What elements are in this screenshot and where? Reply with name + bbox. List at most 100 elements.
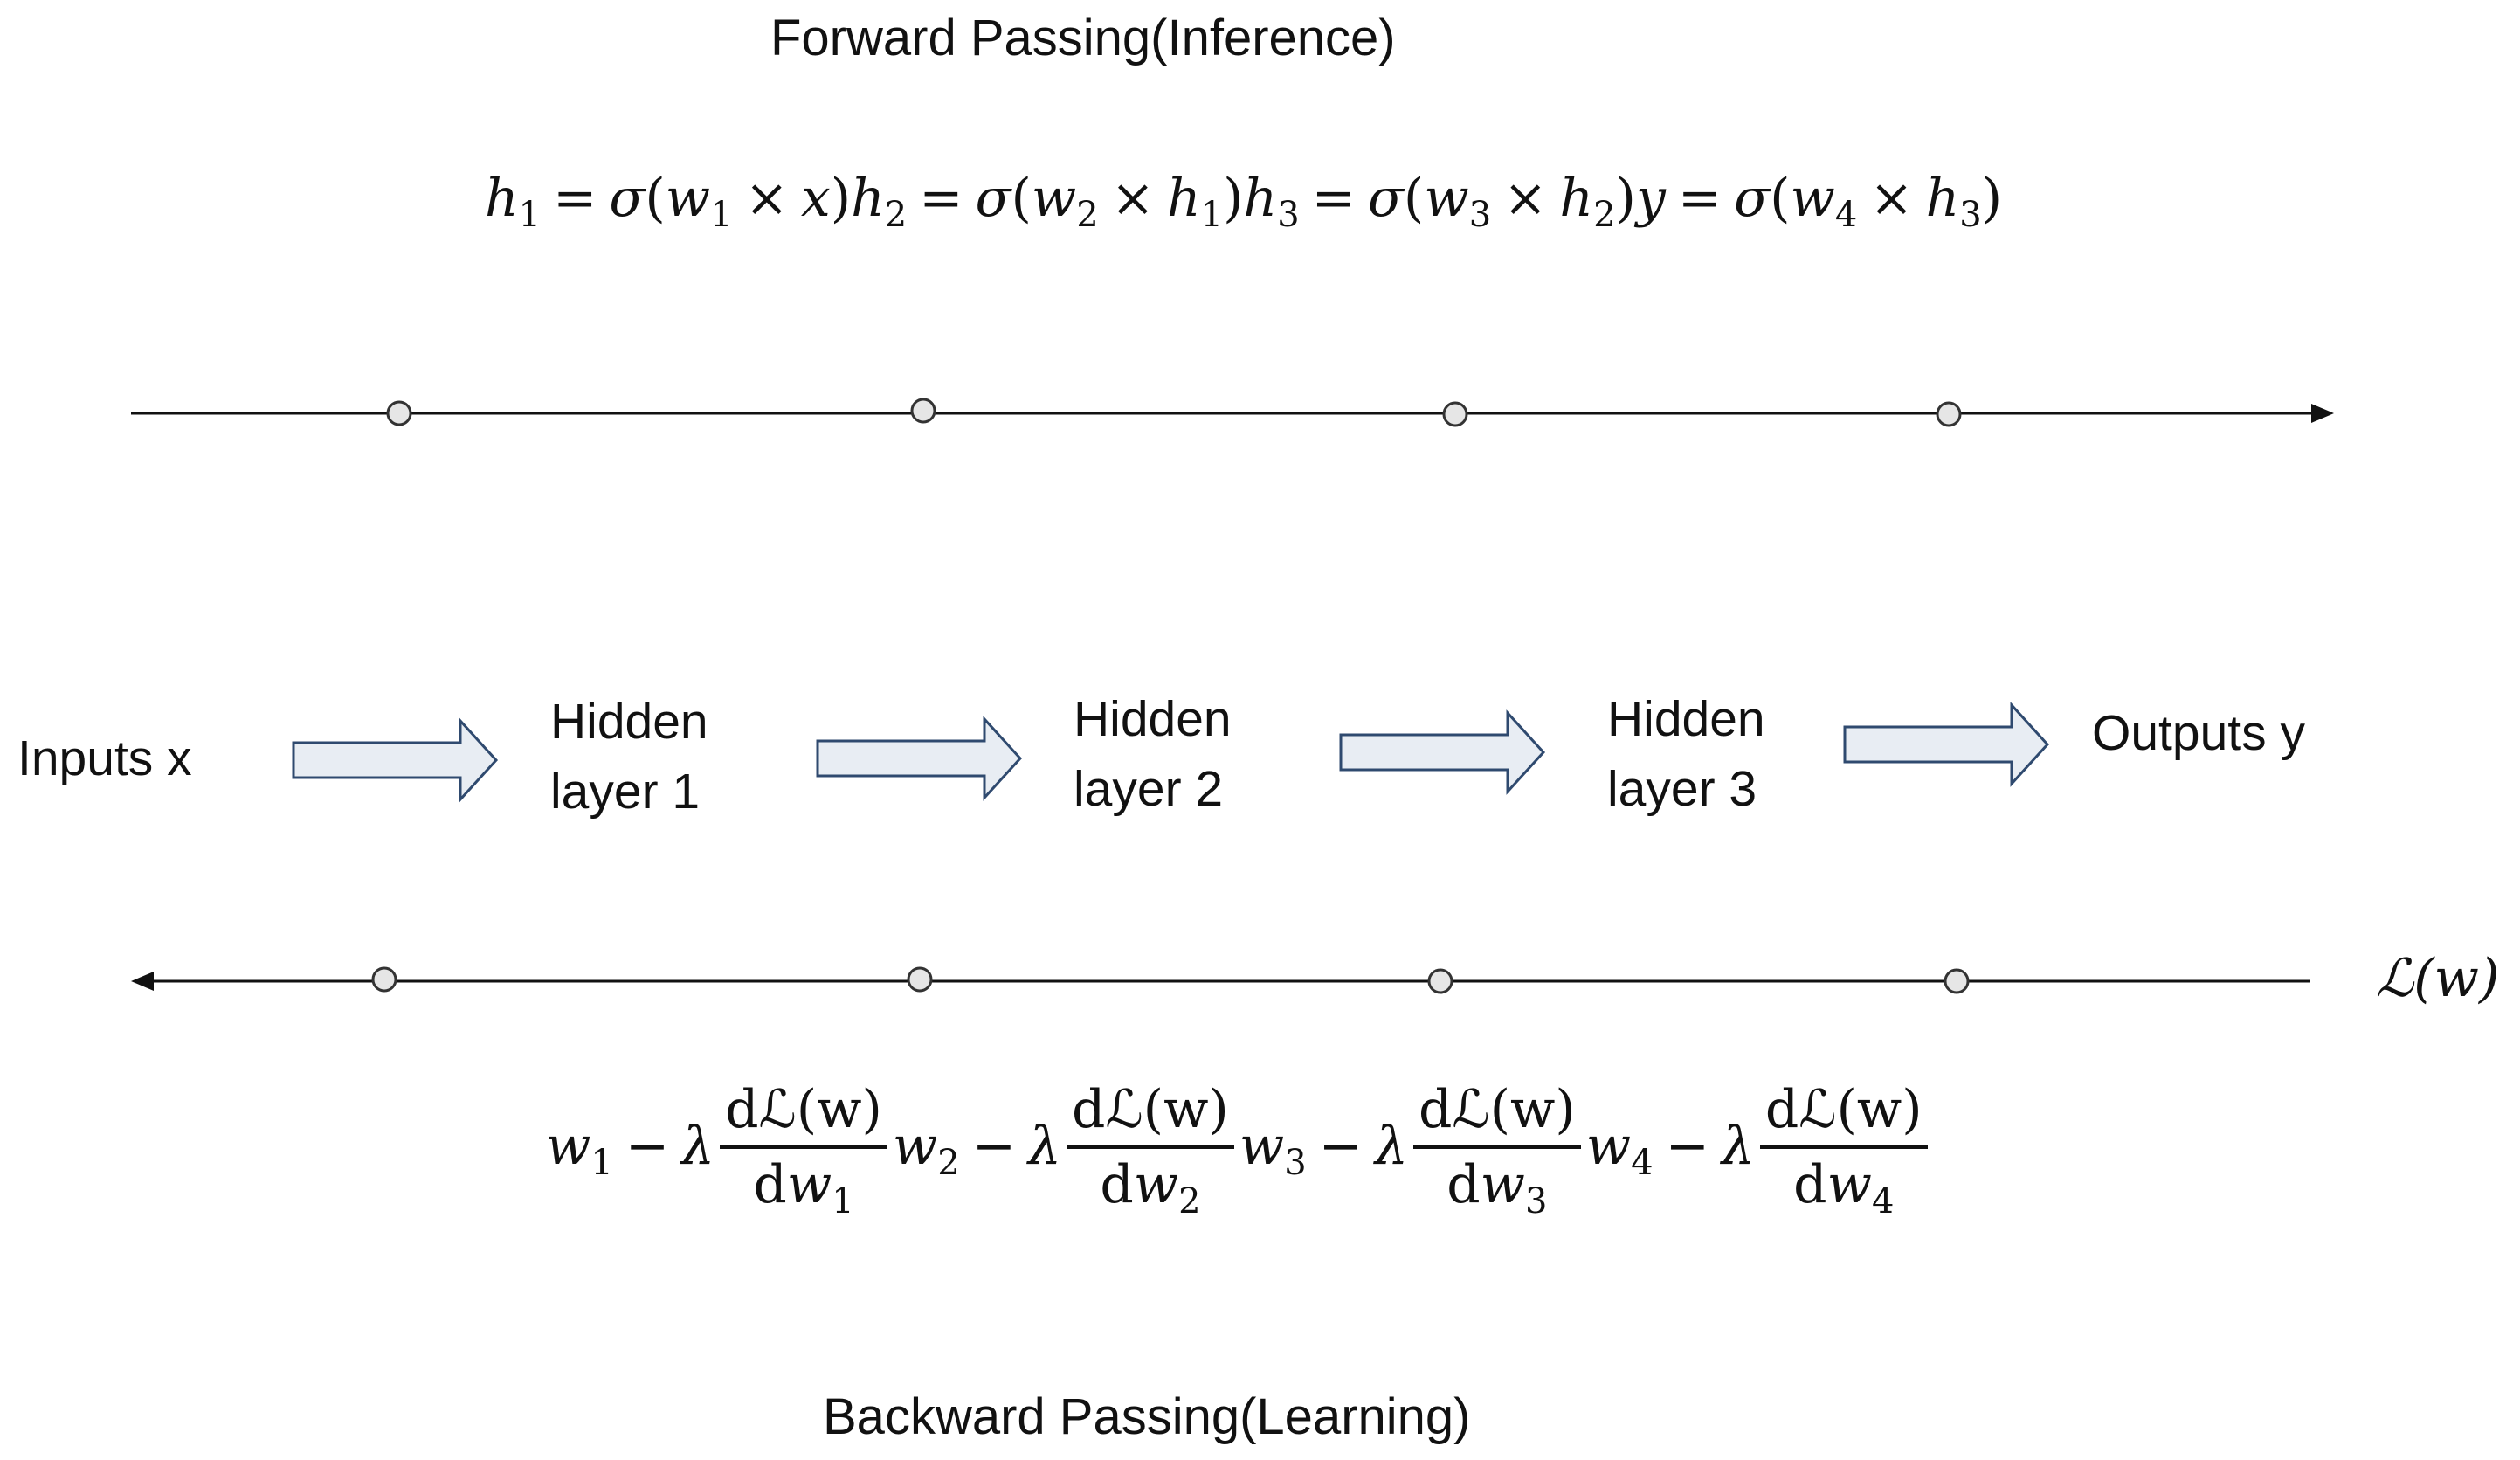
weight-sub: 1 bbox=[710, 195, 733, 235]
forward-term-1: h1=σ(w1×x) bbox=[485, 168, 852, 235]
backward-title: Backward Passing(Learning) bbox=[823, 1388, 1471, 1445]
forward-term-3: h3=σ(w3×h2) bbox=[1243, 168, 1636, 235]
forward-equation: h1=σ(w1×x)h2=σ(w2×h1)h3=σ(w3×h2)y=σ(w4×h… bbox=[485, 168, 2002, 235]
hidden-layer-2-line2: layer 2 bbox=[1074, 761, 1224, 817]
forward-term-lhs-sub: 1 bbox=[518, 195, 542, 235]
sigma-symbol: σ bbox=[609, 168, 646, 229]
differential-d: d bbox=[1446, 1154, 1481, 1215]
weight-symbol: w bbox=[1585, 1116, 1632, 1178]
hidden-layer-1-label: Hidden layer 1 bbox=[550, 687, 708, 827]
close-paren: ) bbox=[830, 168, 852, 229]
sigma-symbol: σ bbox=[1734, 168, 1771, 229]
weight-sub: 2 bbox=[937, 1143, 960, 1184]
forward-term-lhs: h bbox=[851, 168, 885, 229]
gradient-denominator: dw3 bbox=[1413, 1149, 1581, 1221]
open-paren: ( bbox=[1403, 168, 1425, 229]
forward-term-2: h2=σ(w2×h1) bbox=[851, 168, 1244, 235]
lambda-symbol: λ bbox=[1374, 1116, 1408, 1178]
backward-node-2 bbox=[907, 966, 933, 993]
forward-term-arg: h bbox=[1925, 168, 1960, 229]
forward-term-arg-sub: 2 bbox=[1593, 195, 1616, 235]
close-paren: ) bbox=[1223, 168, 1244, 229]
weight-sub: 4 bbox=[1631, 1143, 1654, 1184]
weight-symbol: w bbox=[1133, 1154, 1179, 1215]
forward-node-3 bbox=[1442, 401, 1468, 427]
hidden-layer-3-label: Hidden layer 3 bbox=[1607, 684, 1765, 824]
forward-term-lhs: y bbox=[1635, 168, 1666, 229]
equals-sign: = bbox=[919, 168, 963, 229]
loss-label: ℒ(w) bbox=[2376, 948, 2500, 1009]
weight-symbol: w bbox=[892, 1116, 938, 1178]
gradient-denominator: dw1 bbox=[720, 1149, 887, 1221]
block-arrow-2 bbox=[816, 716, 1023, 801]
backward-axis-arrowhead bbox=[131, 972, 154, 991]
weight-sub: 1 bbox=[590, 1143, 613, 1184]
block-arrow-1 bbox=[292, 717, 499, 803]
weight-symbol: w bbox=[1826, 1154, 1872, 1215]
equals-sign: = bbox=[1311, 168, 1356, 229]
minus-sign: − bbox=[971, 1116, 1017, 1178]
block-arrow-4 bbox=[1843, 702, 2050, 787]
forward-term-arg: h bbox=[1167, 168, 1201, 229]
lambda-symbol: λ bbox=[1721, 1116, 1755, 1178]
weight-symbol: w bbox=[546, 1116, 591, 1178]
weight-symbol: w bbox=[1790, 168, 1835, 229]
differential-d: d bbox=[1100, 1154, 1134, 1215]
hidden-layer-2-label: Hidden layer 2 bbox=[1074, 684, 1232, 824]
gradient-denominator: dw2 bbox=[1067, 1149, 1234, 1221]
gradient-fraction: dℒ(w)dw1 bbox=[720, 1079, 887, 1221]
gradient-numerator: dℒ(w) bbox=[1759, 1079, 1928, 1149]
hidden-layer-3-line1: Hidden bbox=[1607, 691, 1765, 747]
gradient-fraction: dℒ(w)dw2 bbox=[1067, 1079, 1234, 1221]
forward-term-lhs-sub: 3 bbox=[1277, 195, 1300, 235]
hidden-layer-1-line1: Hidden bbox=[550, 694, 708, 750]
close-paren: ) bbox=[1615, 168, 1636, 229]
sigma-symbol: σ bbox=[1367, 168, 1404, 229]
backward-node-3 bbox=[1427, 968, 1453, 994]
close-paren: ) bbox=[1981, 168, 2003, 229]
open-paren: ( bbox=[1770, 168, 1791, 229]
forward-term-4: y=σ(w4×h3) bbox=[1635, 168, 2003, 235]
forward-term-arg: x bbox=[800, 168, 831, 229]
hidden-layer-1-line2: layer 1 bbox=[550, 764, 701, 820]
block-arrow-3 bbox=[1339, 709, 1546, 795]
gradient-numerator: dℒ(w) bbox=[1067, 1079, 1234, 1149]
gradient-numerator: dℒ(w) bbox=[720, 1079, 887, 1149]
sigma-symbol: σ bbox=[975, 168, 1011, 229]
hidden-layer-2-line1: Hidden bbox=[1074, 691, 1232, 747]
forward-term-arg-sub: 3 bbox=[1959, 195, 1982, 235]
open-paren: ( bbox=[1011, 168, 1032, 229]
lambda-symbol: λ bbox=[681, 1116, 715, 1178]
backward-node-1 bbox=[371, 966, 397, 993]
gradient-fraction: dℒ(w)dw3 bbox=[1412, 1079, 1581, 1221]
forward-node-1 bbox=[386, 400, 412, 426]
weight-sub: 3 bbox=[1284, 1143, 1307, 1184]
weight-symbol: w bbox=[1239, 1116, 1285, 1178]
backward-node-4 bbox=[1944, 968, 1970, 994]
equals-sign: = bbox=[1677, 168, 1723, 229]
weight-symbol: w bbox=[786, 1154, 832, 1215]
hidden-layer-3-line2: layer 3 bbox=[1607, 761, 1757, 817]
forward-term-arg-sub: 1 bbox=[1200, 195, 1224, 235]
weight-sub: 4 bbox=[1871, 1181, 1895, 1221]
minus-sign: − bbox=[625, 1116, 670, 1178]
outputs-label: Outputs y bbox=[2092, 705, 2305, 761]
weight-sub: 2 bbox=[1178, 1181, 1201, 1221]
weight-symbol: w bbox=[1424, 168, 1469, 229]
times-sign: × bbox=[744, 168, 789, 229]
weight-symbol: w bbox=[1480, 1154, 1526, 1215]
times-sign: × bbox=[1503, 168, 1548, 229]
open-paren: ( bbox=[645, 168, 666, 229]
weight-sub: 3 bbox=[1525, 1181, 1548, 1221]
equals-sign: = bbox=[553, 168, 597, 229]
forward-term-lhs: h bbox=[1243, 168, 1278, 229]
weight-sub: 2 bbox=[1076, 195, 1099, 235]
weight-symbol: w bbox=[665, 168, 711, 229]
forward-node-4 bbox=[1936, 401, 1962, 427]
